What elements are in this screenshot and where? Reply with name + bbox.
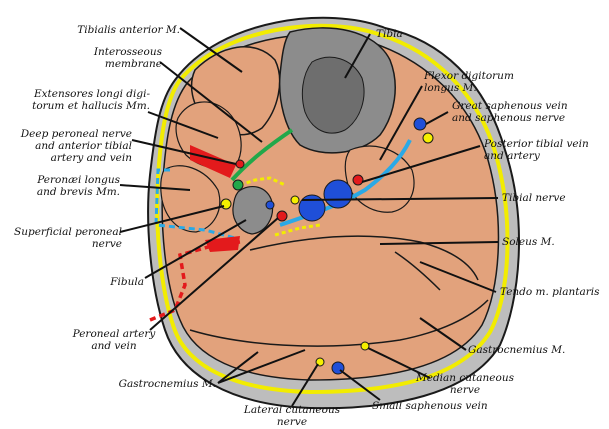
superficial-peroneal-nerve — [221, 199, 231, 209]
label-flexor-digitorum: Flexor digitorum longus M. — [424, 70, 514, 94]
posterior-tibial-artery — [353, 175, 363, 185]
peroneal-vein — [266, 201, 274, 209]
label-extensores: Extensores longi digi- torum et hallucis… — [10, 88, 150, 112]
label-small-saphenous: Small saphenous vein — [372, 400, 488, 412]
label-deep-peroneal: Deep peroneal nerve and anterior tibial … — [4, 128, 132, 164]
label-superficial-peroneal: Superficial peroneal nerve — [2, 226, 122, 250]
label-gastrocnemius-left: Gastrocnemius M. — [90, 378, 216, 390]
label-tibialis-anterior: Tibialis anterior M. — [40, 24, 180, 36]
posterior-tibial-vein — [324, 180, 352, 208]
label-gastrocnemius-right: Gastrocnemius M. — [468, 344, 565, 356]
anterior-tibial-artery — [236, 160, 244, 168]
label-great-saphenous: Great saphenous vein and saphenous nerve — [452, 100, 568, 124]
peroneal-artery — [277, 211, 287, 221]
label-lateral-cutaneous: Lateral cutaneous nerve — [232, 404, 352, 428]
label-tibia: Tibia — [376, 28, 403, 40]
label-interosseous: Interosseous membrane — [60, 46, 162, 70]
label-tendo: Tendo m. plantaris — [500, 286, 600, 298]
label-peroneal-artery: Peroneal artery and vein — [66, 328, 162, 352]
label-soleus: Soleus M. — [502, 236, 555, 248]
tibial-nerve — [291, 196, 299, 204]
label-posterior-tibial: Posterior tibial vein and artery — [484, 138, 589, 162]
saphenous-nerve — [423, 133, 433, 143]
label-peronaei: Peronæi longus and brevis Mm. — [14, 174, 120, 198]
great-saphenous-vein — [414, 118, 426, 130]
label-median-cutaneous: Median cutaneous nerve — [410, 372, 520, 396]
label-tibial-nerve: Tibial nerve — [502, 192, 566, 204]
label-fibula: Fibula — [80, 276, 144, 288]
anterior-tibial-vein — [233, 180, 243, 190]
